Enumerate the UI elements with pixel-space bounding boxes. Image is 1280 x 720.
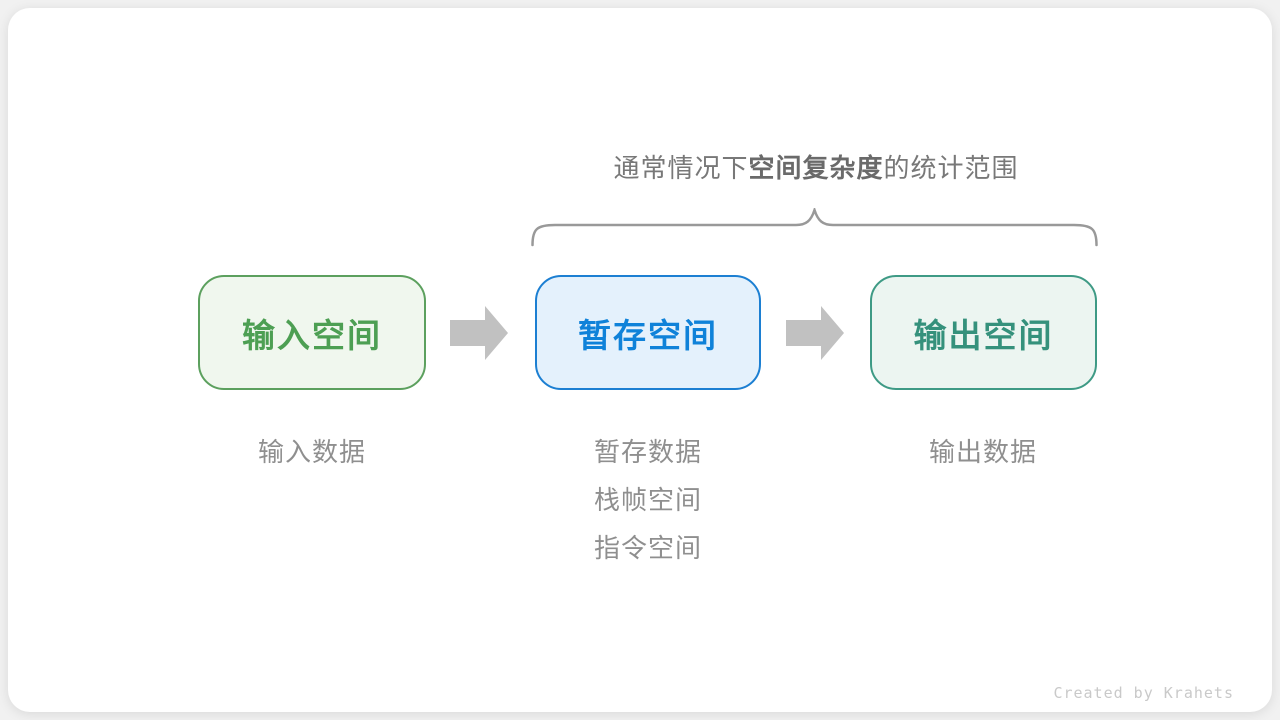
credit-text: Created by Krahets bbox=[1053, 684, 1234, 702]
right-arrow-icon bbox=[450, 306, 508, 360]
diagram-card: 通常情况下空间复杂度的统计范围 输入空间 暂存空间 输出空间 输入数据 暂存数据… bbox=[8, 8, 1272, 712]
temp-annotation-1: 暂存数据 bbox=[593, 437, 702, 467]
temp-annotation-3: 指令空间 bbox=[593, 533, 702, 563]
scope-title-prefix: 通常情况下 bbox=[613, 153, 749, 183]
scope-title-emphasis: 空间复杂度 bbox=[748, 153, 884, 183]
flow-arrow-2 bbox=[786, 306, 844, 360]
scope-title-suffix: 的统计范围 bbox=[883, 153, 1019, 183]
temp-space-label: 暂存空间 bbox=[578, 316, 718, 354]
flow-arrow-1 bbox=[450, 306, 508, 360]
input-annotation: 输入数据 bbox=[257, 437, 366, 467]
output-annotation: 输出数据 bbox=[928, 437, 1037, 467]
scope-title: 通常情况下空间复杂度的统计范围 bbox=[408, 148, 1224, 185]
curly-brace-icon bbox=[531, 205, 1098, 247]
input-space-box: 输入空间 bbox=[198, 275, 426, 390]
output-space-box: 输出空间 bbox=[870, 275, 1097, 390]
scope-brace bbox=[531, 205, 1098, 248]
right-arrow-icon bbox=[786, 306, 844, 360]
temp-space-box: 暂存空间 bbox=[535, 275, 761, 390]
input-space-label: 输入空间 bbox=[242, 316, 382, 354]
output-space-label: 输出空间 bbox=[913, 316, 1054, 354]
temp-annotation-2: 栈帧空间 bbox=[593, 485, 702, 515]
